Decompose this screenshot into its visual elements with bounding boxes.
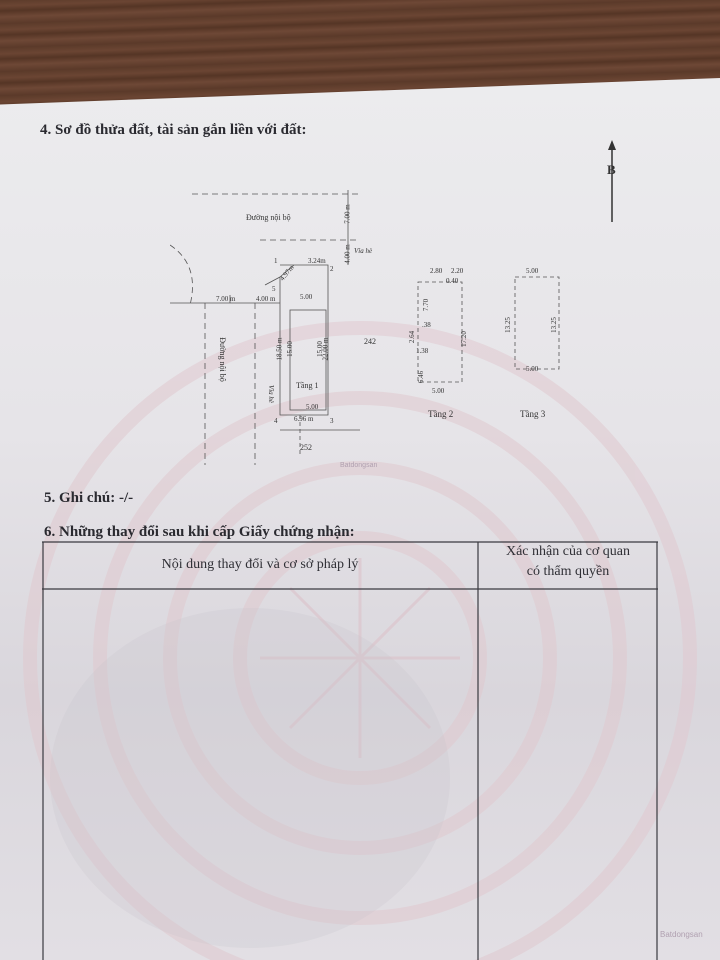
dim-500-top: 5.00 bbox=[300, 293, 313, 301]
dim-7m-left: 7.00 m bbox=[216, 295, 236, 303]
dim-696: 6.96 m bbox=[294, 415, 314, 423]
col-confirmation-header-line2: có thẩm quyền bbox=[526, 564, 610, 579]
floor3-d1325-a: 13.25 bbox=[503, 317, 512, 333]
dim-324: 3.24m bbox=[308, 257, 326, 265]
sidewalk-top-label: Vỉa hè bbox=[354, 247, 373, 255]
floor2-d138: 1.38 bbox=[416, 347, 429, 355]
neighbor-242: 242 bbox=[364, 337, 376, 346]
bronze-drum-watermark bbox=[23, 321, 697, 960]
floor2-d646: 6.46 bbox=[417, 370, 426, 384]
point-1: 1 bbox=[274, 257, 278, 265]
floor2-d38: .38 bbox=[422, 321, 431, 329]
floor3-d1325-b: 13.25 bbox=[549, 317, 558, 333]
watermark-logo-mid: Batdongsan bbox=[340, 462, 378, 469]
dim-7m-top: 7.00 m bbox=[343, 204, 352, 224]
col-confirmation-header-line1: Xác nhận của cơ quan bbox=[505, 544, 630, 559]
point-5: 5 bbox=[272, 285, 276, 293]
north-arrow-icon bbox=[608, 140, 616, 222]
north-compass: B bbox=[600, 140, 624, 224]
dim-4m-top: 4.00 m bbox=[343, 244, 352, 264]
floor2-d264: 2.64 bbox=[408, 330, 417, 344]
dim-2200: 22.00 m bbox=[321, 337, 330, 361]
point-2: 2 bbox=[330, 265, 334, 273]
dim-1500-a: 15.00 bbox=[285, 341, 294, 357]
floor2-d040: 0.40 bbox=[446, 277, 459, 285]
floor2-d220: 2.20 bbox=[451, 267, 464, 275]
floor2-d770: 7.70 bbox=[422, 298, 431, 312]
floor2-d1720: 17.20 bbox=[459, 331, 468, 347]
point-3: 3 bbox=[330, 417, 334, 425]
section-4-heading: 4. Sơ đồ thửa đất, tài sản gắn liền với … bbox=[40, 122, 307, 138]
dim-4m-left: 4.00 m bbox=[256, 295, 276, 303]
floor2-d280: 2.80 bbox=[430, 267, 443, 275]
floor3-d500-bottom: 5.00 bbox=[526, 365, 539, 373]
section-5-heading: 5. Ghi chú: -/- bbox=[44, 490, 134, 506]
dim-500-bottom: 5.00 bbox=[306, 403, 319, 411]
floor1-label: Tầng 1 bbox=[296, 381, 319, 390]
dim-1850: 18.50 m bbox=[275, 337, 284, 361]
neighbor-252: 252 bbox=[300, 443, 312, 452]
north-label: B bbox=[607, 162, 616, 177]
land-plot-diagram: Đường nội bộ Vỉa hè 7.00 m 4.00 m 3.24m … bbox=[169, 185, 590, 475]
watermark-logo-corner: Batdongsan bbox=[660, 930, 703, 939]
sidewalk-left-label: Vỉa hè bbox=[267, 384, 276, 404]
floor2-d500: 5.00 bbox=[432, 387, 445, 395]
certificate-page bbox=[0, 78, 720, 960]
point-4: 4 bbox=[274, 417, 278, 425]
floor3-label: Tầng 3 bbox=[520, 409, 546, 419]
road-left-label: Đường nội bộ bbox=[217, 337, 227, 382]
col-changes-header: Nội dung thay đổi và cơ sở pháp lý bbox=[161, 557, 359, 572]
road-top-label: Đường nội bộ bbox=[246, 213, 291, 222]
table-grid bbox=[42, 541, 658, 960]
floor3-d500-top: 5.00 bbox=[526, 267, 539, 275]
changes-table: Nội dung thay đổi và cơ sở pháp lý Xác n… bbox=[42, 541, 658, 960]
floor2-label: Tầng 2 bbox=[428, 409, 454, 419]
section-6-heading: 6. Những thay đổi sau khi cấp Giấy chứng… bbox=[44, 524, 355, 540]
plot-lines bbox=[169, 190, 560, 465]
